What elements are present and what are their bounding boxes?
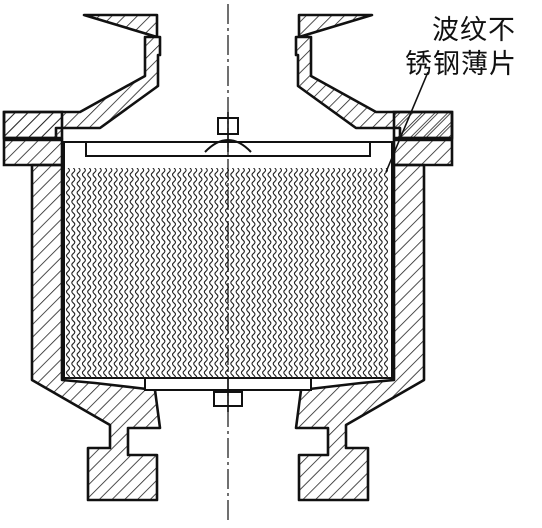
corrugated-sheet-9 <box>113 168 118 378</box>
corrugated-sheet-24 <box>193 168 198 378</box>
corrugated-sheet-59 <box>378 168 383 378</box>
corrugated-sheet-27 <box>209 168 214 378</box>
corrugated-sheet-54 <box>352 168 357 378</box>
corrugated-sheet-1 <box>71 168 76 378</box>
corrugated-sheet-50 <box>330 168 336 378</box>
corrugated-sheet-14 <box>140 168 145 378</box>
corrugated-sheet-43 <box>293 168 298 378</box>
leader-line <box>385 71 429 173</box>
corrugated-sheet-26 <box>203 168 208 378</box>
corrugated-sheet-47 <box>315 168 320 378</box>
corrugated-sheet-44 <box>299 168 304 378</box>
corrugated-sheet-39 <box>272 168 277 378</box>
corrugated-sheet-13 <box>134 168 139 378</box>
corrugated-sheet-40 <box>277 168 283 378</box>
corrugated-sheet-33 <box>240 168 245 378</box>
corrugated-sheet-55 <box>357 168 362 378</box>
upper-flange-left <box>2 110 64 140</box>
corrugated-sheet-58 <box>373 168 378 378</box>
corrugated-sheet-45 <box>304 168 309 378</box>
corrugated-sheet-23 <box>187 168 192 378</box>
lower-body-right <box>294 163 426 502</box>
corrugated-sheet-36 <box>256 168 261 378</box>
corrugated-sheet-35 <box>251 168 256 378</box>
corrugated-sheet-60 <box>383 168 389 378</box>
corrugated-sheet-31 <box>230 168 235 378</box>
corrugated-sheet-57 <box>368 168 373 378</box>
corrugated-sheet-8 <box>108 168 113 378</box>
corrugated-sheet-10 <box>118 168 124 378</box>
corrugated-sheet-11 <box>124 168 129 378</box>
corrugated-sheet-38 <box>267 168 272 378</box>
corrugated-sheet-17 <box>156 168 161 378</box>
corrugated-sheet-51 <box>336 168 341 378</box>
corrugated-sheet-30 <box>224 168 230 378</box>
corrugated-stainless-sheets <box>65 168 389 378</box>
corrugated-sheet-53 <box>346 168 351 378</box>
corrugated-sheet-12 <box>129 168 134 378</box>
corrugated-sheet-25 <box>198 168 203 378</box>
corrugated-sheet-56 <box>362 168 367 378</box>
corrugated-sheet-22 <box>182 168 187 378</box>
corrugated-sheet-29 <box>219 168 224 378</box>
corrugated-sheet-21 <box>177 168 182 378</box>
annotation-label-line2: 锈钢薄片 <box>405 49 517 80</box>
corrugated-sheet-49 <box>325 168 330 378</box>
corrugated-sheet-28 <box>214 168 219 378</box>
corrugated-sheet-19 <box>166 168 171 378</box>
corrugated-sheet-0 <box>65 168 71 378</box>
corrugated-sheet-5 <box>92 168 97 378</box>
corrugated-sheet-7 <box>103 168 108 378</box>
corrugated-sheet-20 <box>171 168 177 378</box>
corrugated-sheet-4 <box>87 168 92 378</box>
lower-flange-right <box>392 138 454 167</box>
corrugated-sheet-32 <box>235 168 240 378</box>
corrugated-sheet-48 <box>320 168 325 378</box>
corrugated-sheet-42 <box>288 168 293 378</box>
corrugated-sheet-46 <box>309 168 314 378</box>
annotation-label-line1: 波纹不 <box>432 15 516 46</box>
corrugated-sheet-15 <box>145 168 150 378</box>
corrugated-sheet-16 <box>150 168 155 378</box>
lower-body-left <box>30 163 162 502</box>
lower-flange-left <box>2 138 64 167</box>
corrugated-sheet-6 <box>97 168 102 378</box>
corrugated-sheet-3 <box>81 168 86 378</box>
corrugated-sheet-52 <box>341 168 346 378</box>
corrugated-sheet-18 <box>161 168 166 378</box>
corrugated-sheet-34 <box>246 168 251 378</box>
corrugated-sheet-37 <box>262 168 267 378</box>
corrugated-sheet-2 <box>76 168 81 378</box>
corrugated-sheet-41 <box>283 168 288 378</box>
